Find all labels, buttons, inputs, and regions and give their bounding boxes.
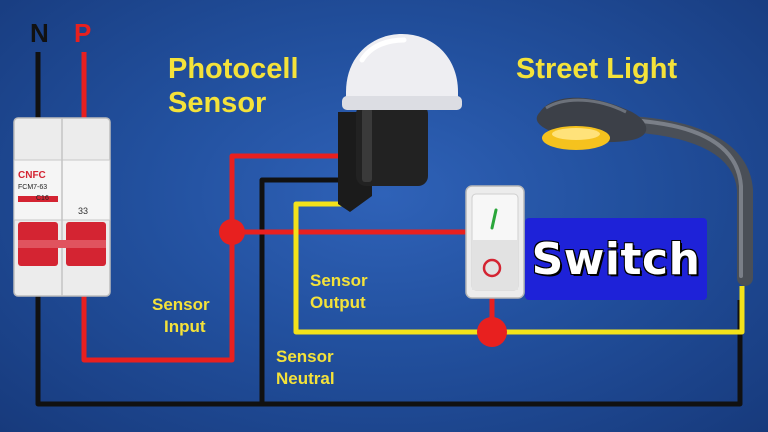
photocell-body-highlight [362,108,372,182]
photocell-dome [346,34,458,102]
sensor-output-label-line1: Sensor [310,271,368,290]
sensor-neutral-label: Sensor Neutral [276,346,335,390]
output-junction-dot [477,317,507,347]
photocell-sensor-label-line1: Photocell [168,53,299,85]
switch-badge-text: Switch [531,233,701,285]
breaker-handle-bar [18,240,106,248]
street-light [536,97,753,286]
breaker-indicator [18,196,58,202]
breaker-brand: CNFC [18,170,46,181]
sensor-neutral-wire [259,177,338,404]
street-light-label: Street Light [516,53,678,85]
sensor-output-label: Sensor Output [310,270,368,314]
circuit-breaker [13,117,111,297]
sensor-neutral-label-line2: Neutral [276,369,335,388]
phase-junction-dot [219,219,245,245]
output-wires [293,201,745,335]
street-light-pole-highlight [626,118,743,278]
sensor-output-label-line2: Output [310,293,366,312]
photocell-body [356,104,428,186]
sensor-input-wire [229,153,338,232]
sensor-input-label-line2: Input [164,317,206,336]
breaker-rating: C16 [36,195,49,202]
photocell-sensor-label-line2: Sensor [168,87,267,119]
phase-output-wire [81,232,235,363]
neutral-return-wire [35,282,743,407]
neutral-terminal-label: N [30,18,49,48]
switch-badge: Switch [525,218,707,300]
switch-on-mark [490,208,498,230]
sensor-neutral-label-line1: Sensor [276,347,334,366]
sensor-input-label-line1: Sensor [152,295,210,314]
street-light-head-top [545,98,627,114]
photocell-dome-base [342,96,462,110]
phase-wires [81,52,495,363]
sensor-input-label: Sensor Input [152,294,210,338]
street-light-lamp-glow [552,128,600,140]
photocell-sensor-label: Photocell Sensor [168,52,299,120]
photocell-dome-shine [359,37,407,63]
breaker-model: FCM7-63 [18,184,47,191]
switch-off-mark [482,258,502,278]
sensor-output-wire [293,201,745,335]
switch-rocker-shadow [472,240,518,290]
street-light-pole [620,116,753,286]
phase-terminal-label: P [74,18,92,48]
photocell-sensor [338,34,462,212]
breaker-pole-mark: 33 [78,206,88,216]
rocker-switch[interactable] [465,185,525,299]
